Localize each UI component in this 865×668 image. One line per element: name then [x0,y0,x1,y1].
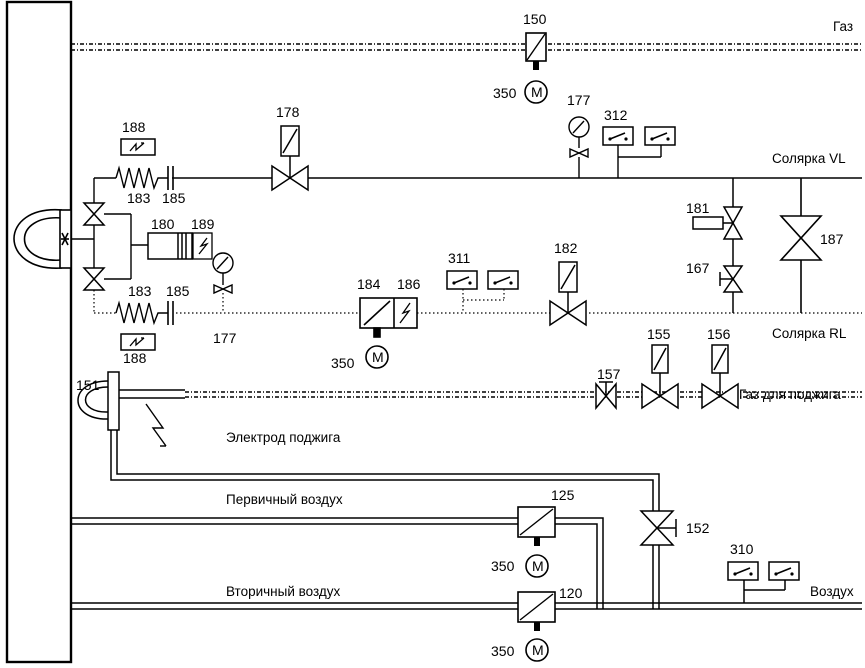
bypass-valve-187 [779,178,823,313]
burner-nozzle-head [13,209,94,269]
label-184: 184 [357,276,381,292]
primary-air-line [71,517,604,609]
fitting-185-top [167,166,174,190]
label-182: 182 [554,240,578,256]
label-primary-air: Первичный воздух [226,492,343,507]
secondary-air-line [71,580,862,610]
diesel-vl-line [93,177,862,203]
label-181: 181 [686,200,710,216]
switch-312-connection [617,145,662,178]
solenoid-valve-178 [271,125,309,192]
label-185-top: 185 [162,190,186,206]
manual-valve-157 [595,381,617,411]
pressure-gauge-177-left [212,252,234,295]
nozzle-branch-lines [93,214,148,279]
label-188-top: 188 [122,119,146,135]
diesel-rl-line [93,289,862,314]
label-178: 178 [276,104,300,120]
label-155-top: 155 [647,326,671,342]
label-311: 311 [448,250,471,266]
label-350-primary: 350 [491,558,515,574]
label-gas: Газ [833,19,853,34]
fitting-185-bottom [167,301,174,325]
heater-coil-183-bottom [115,300,168,326]
label-350-regulator: 350 [331,355,355,371]
nozzle-valve-lower [82,267,131,291]
motor-m-regulator: M [372,349,384,365]
label-310: 310 [730,541,754,557]
label-185-bottom: 185 [166,283,190,299]
label-350-secondary: 350 [491,643,515,659]
label-150: 150 [523,11,547,27]
label-177-left: 177 [213,330,237,346]
actuator-cylinder-180 [147,232,193,260]
air-damper-120 [517,591,556,662]
air-valve-152 [639,510,677,609]
ignition-burner-151 [77,371,185,431]
air-damper-125 [517,506,556,578]
label-189: 189 [191,216,215,232]
motor-m-secondary: M [532,642,544,658]
label-188-bottom: 188 [123,350,147,366]
label-312: 312 [604,107,628,123]
bypass-valves-181-167 [692,178,744,313]
label-156: 156 [707,326,731,342]
boiler-wall [5,0,73,664]
label-350-gas: 350 [493,85,517,101]
ignition-air-line [110,430,660,511]
label-diesel-rl: Солярка RL [772,326,847,341]
label-187: 187 [820,231,844,247]
limit-switch-189 [192,232,213,260]
label-diesel-vl: Солярка VL [772,151,846,166]
label-ignition-gas: Газ для поджига [739,387,841,402]
label-186: 186 [397,276,421,292]
label-125: 125 [551,487,575,503]
label-157: 157 [597,366,621,382]
label-183-bottom: 183 [128,283,152,299]
label-177-top: 177 [567,92,591,108]
oil-regulator-184 [359,297,418,369]
gas-line [71,43,862,51]
solenoid-valve-182 [549,261,587,327]
label-180: 180 [151,216,175,232]
solenoid-valve-156 [701,344,739,410]
pressure-gauge-177-top [568,116,590,178]
motor-m-gas: M [531,84,543,100]
motor-m-primary: M [532,558,544,574]
label-183-top: 183 [127,190,151,206]
label-151: 151 [76,377,100,393]
heater-coil-183-top [115,165,168,191]
label-120: 120 [559,585,583,601]
label-152: 152 [686,520,710,536]
label-air: Воздух [810,584,854,599]
label-ignition-electrode: Электрод поджига [226,430,341,445]
ignition-electrode-spark [145,403,167,447]
label-secondary-air: Вторичный воздух [226,584,341,599]
solenoid-valve-155 [641,344,679,410]
gas-damper-150 [524,32,548,104]
ignition-gas-line [185,391,862,398]
label-167: 167 [686,260,710,276]
nozzle-valve-upper [82,202,131,226]
